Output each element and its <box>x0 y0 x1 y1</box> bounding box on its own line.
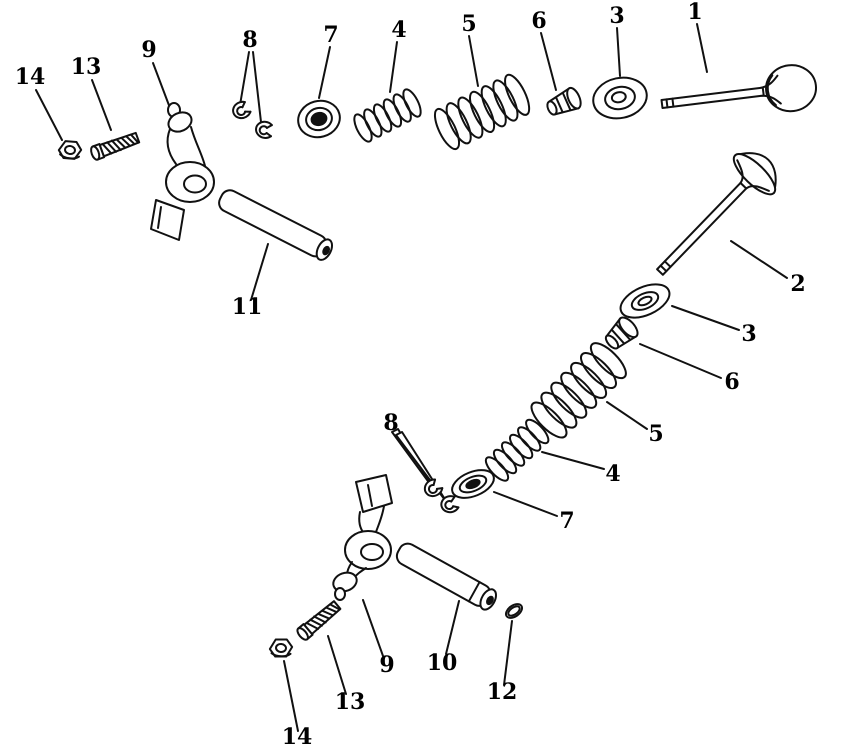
rocker-arm-9-top <box>150 102 215 241</box>
callout-11: 11 <box>232 294 263 320</box>
flange-nut-14-low <box>268 637 294 659</box>
callout-1: 1 <box>687 0 702 25</box>
rocker-shaft-11 <box>218 189 334 261</box>
rocker-shaft-bore <box>183 174 207 194</box>
adjust-screw-13-low <box>294 598 343 643</box>
inner-spring-4-mid <box>484 418 550 482</box>
spring-seat-3-top <box>592 76 648 120</box>
keeper-grooves <box>665 97 675 109</box>
outer-spring-5-top <box>433 73 531 151</box>
o-ring-12 <box>504 603 524 619</box>
callout-4-mid: 4 <box>605 461 620 487</box>
rocker-shaft-bore <box>360 543 384 561</box>
callout-14-top: 14 <box>15 64 46 90</box>
callout-13-top: 13 <box>71 54 102 80</box>
callout-4-top: 4 <box>391 17 406 43</box>
callout-6-top: 6 <box>531 8 546 34</box>
inner-spring-4-top <box>353 88 422 143</box>
keeper-grooves <box>659 260 672 273</box>
callout-12: 12 <box>487 679 518 705</box>
outer-spring-5-mid <box>530 342 627 439</box>
flange-nut-14-top <box>56 138 84 162</box>
rocker-arm-9-low <box>332 474 393 601</box>
callout-14-low: 14 <box>282 724 313 747</box>
callout-9-top: 9 <box>141 37 156 63</box>
callout-8-top: 8 <box>242 27 257 53</box>
callout-3-top: 3 <box>609 3 624 29</box>
callout-7-mid: 7 <box>559 508 574 534</box>
stem-seal-6-mid <box>604 316 639 350</box>
valve-2 <box>656 152 777 276</box>
valve-keeper-8-top-b <box>253 118 276 141</box>
adjust-screw-13-top <box>88 130 141 162</box>
callout-6-mid: 6 <box>724 369 739 395</box>
valve-keeper-8-top-a <box>229 98 253 122</box>
callout-13-low: 13 <box>335 689 366 715</box>
valve-1 <box>660 64 818 113</box>
callout-3-mid: 3 <box>741 321 756 347</box>
rocker-shaft-10 <box>395 542 498 611</box>
spring-retainer-7-mid <box>451 469 495 499</box>
leader-lines <box>35 23 788 732</box>
callout-2: 2 <box>790 271 805 297</box>
callout-8-mid: 8 <box>383 410 398 436</box>
callout-10: 10 <box>427 650 458 676</box>
spring-seat-3-mid <box>619 283 671 319</box>
callout-5-mid: 5 <box>648 421 663 447</box>
callout-labels: 14 13 9 8 7 4 5 6 3 1 11 2 3 6 5 4 7 8 9… <box>15 0 806 747</box>
spring-retainer-7-top <box>297 99 341 139</box>
callout-9-low: 9 <box>379 652 394 678</box>
callout-5-top: 5 <box>461 11 476 37</box>
callout-7-top: 7 <box>323 22 338 48</box>
stem-seal-6-top <box>546 86 582 116</box>
